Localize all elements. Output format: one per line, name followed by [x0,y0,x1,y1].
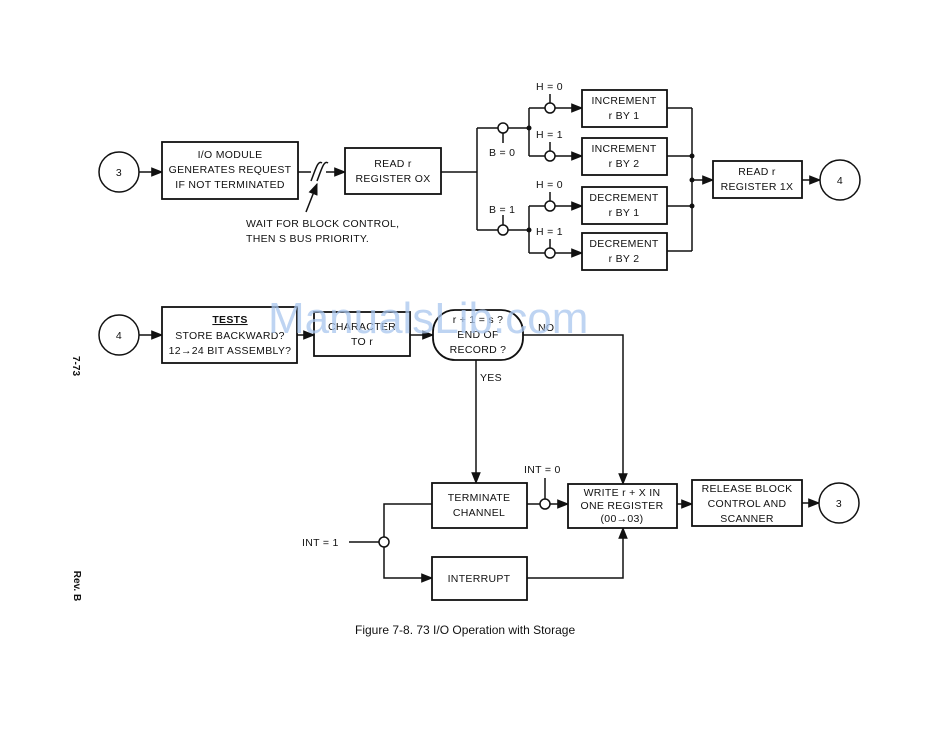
io-module-line-2: GENERATES REQUEST [169,164,292,176]
tests-line-2: STORE BACKWARD? [175,330,285,342]
decision-line-2: END OF [457,329,498,341]
no-label: NO [538,322,554,334]
release-line-1: RELEASE BLOCK [702,483,793,495]
interrupt-label: INTERRUPT [448,573,511,585]
tests-box: TESTS STORE BACKWARD? 12→24 BIT ASSEMBLY… [161,306,298,364]
character-box: CHARACTER TO r [313,311,411,357]
connector-3-end: 3 [818,482,860,524]
int1-to-interrupt [383,547,434,583]
b1-switch-icon [497,224,509,236]
terminate-line-2: CHANNEL [453,507,505,519]
h0-top-label: H = 0 [536,81,563,93]
write-line-1: WRITE r + X IN [584,487,661,499]
int0-switch-icon [539,498,551,510]
increment-1-line-2: r BY 1 [609,110,640,122]
h1-top-switch-icon [544,150,556,162]
h-bot-junction [526,227,532,233]
increment-2-line-2: r BY 2 [609,158,640,170]
decrement-1-box: DECREMENT r BY 1 [581,186,668,225]
edge-interrupt-to-write [527,526,628,579]
wait-note-pointer [305,182,318,213]
int0-label: INT = 0 [524,464,561,476]
figure-caption: Figure 7-8. 73 I/O Operation with Storag… [355,623,575,637]
character-line-2: TO r [351,336,373,348]
io-module-line-1: I/O MODULE [198,149,263,161]
connector-4-mid: 4 [98,314,140,356]
read-r-0x-box: READ r REGISTER OX [344,147,442,195]
int1-switch-icon [378,536,390,548]
revision-mark: Rev. B [71,571,82,601]
decrement-2-line-2: r BY 2 [609,253,640,265]
h0-top-switch-icon [544,102,556,114]
interrupt-box: INTERRUPT [431,556,528,601]
write-line-3: (00→03) [601,513,644,525]
decrement-1-line-1: DECREMENT [589,192,658,204]
merge-junction-1 [689,153,695,159]
character-line-1: CHARACTER [328,321,396,333]
h-top-junction [526,125,532,131]
increment-2-line-1: INCREMENT [591,143,656,155]
connector-3-start: 3 [98,151,140,193]
h0-bot-label: H = 0 [536,179,563,191]
io-module-line-3: IF NOT TERMINATED [175,179,285,191]
release-box: RELEASE BLOCK CONTROL AND SCANNER [691,479,803,527]
read-r-1x-box: READ r REGISTER 1X [712,160,803,199]
read-r-0x-line-2: REGISTER OX [355,173,430,185]
io-module-box: I/O MODULE GENERATES REQUEST IF NOT TERM… [161,141,299,200]
int1-label: INT = 1 [302,537,339,549]
wait-squiggle-icon [310,161,329,182]
b1-label: B = 1 [489,204,515,216]
release-line-3: SCANNER [720,513,774,525]
merge-junction-2 [689,203,695,209]
int1-to-terminate [383,503,432,537]
yes-label: YES [480,372,502,384]
page-number: 7-73 [70,356,81,376]
decision-box: r + 1 = s ? END OF RECORD ? [432,309,524,361]
connector-3-end-label: 3 [836,498,842,510]
release-line-2: CONTROL AND [708,498,787,510]
connector-4-mid-label: 4 [116,330,122,342]
wait-note-line-1: WAIT FOR BLOCK CONTROL, [246,218,399,230]
increment-1-line-1: INCREMENT [591,95,656,107]
watermark: ManualsLib.com [268,294,588,343]
edge-no-to-write [523,334,628,486]
terminate-line-1: TERMINATE [448,492,511,504]
h1-top-label: H = 1 [536,129,563,141]
write-box: WRITE r + X IN ONE REGISTER (00→03) [567,483,678,529]
h1-bot-label: H = 1 [536,226,563,238]
connector-4-top-label: 4 [837,175,843,187]
connector-4-top: 4 [819,159,861,201]
b0-switch-icon [497,122,509,134]
decision-line-1: r + 1 = s ? [453,314,504,326]
h1-bot-switch-icon [544,247,556,259]
increment-2-box: INCREMENT r BY 2 [581,137,668,176]
increment-1-box: INCREMENT r BY 1 [581,89,668,128]
b0-label: B = 0 [489,147,515,159]
read-r-1x-line-1: READ r [738,166,776,178]
read-r-0x-line-1: READ r [374,158,412,170]
decrement-2-box: DECREMENT r BY 2 [581,232,668,271]
h0-bot-switch-icon [544,200,556,212]
wait-note-line-2: THEN S BUS PRIORITY. [246,233,369,245]
write-line-2: ONE REGISTER [581,500,664,512]
connector-3-start-label: 3 [116,167,122,179]
tests-title: TESTS [212,314,247,326]
decision-line-3: RECORD ? [450,344,507,356]
tests-line-3: 12→24 BIT ASSEMBLY? [169,345,292,357]
terminate-box: TERMINATE CHANNEL [431,482,528,529]
decrement-2-line-1: DECREMENT [589,238,658,250]
read-r-1x-line-2: REGISTER 1X [721,181,794,193]
decrement-1-line-2: r BY 1 [609,207,640,219]
